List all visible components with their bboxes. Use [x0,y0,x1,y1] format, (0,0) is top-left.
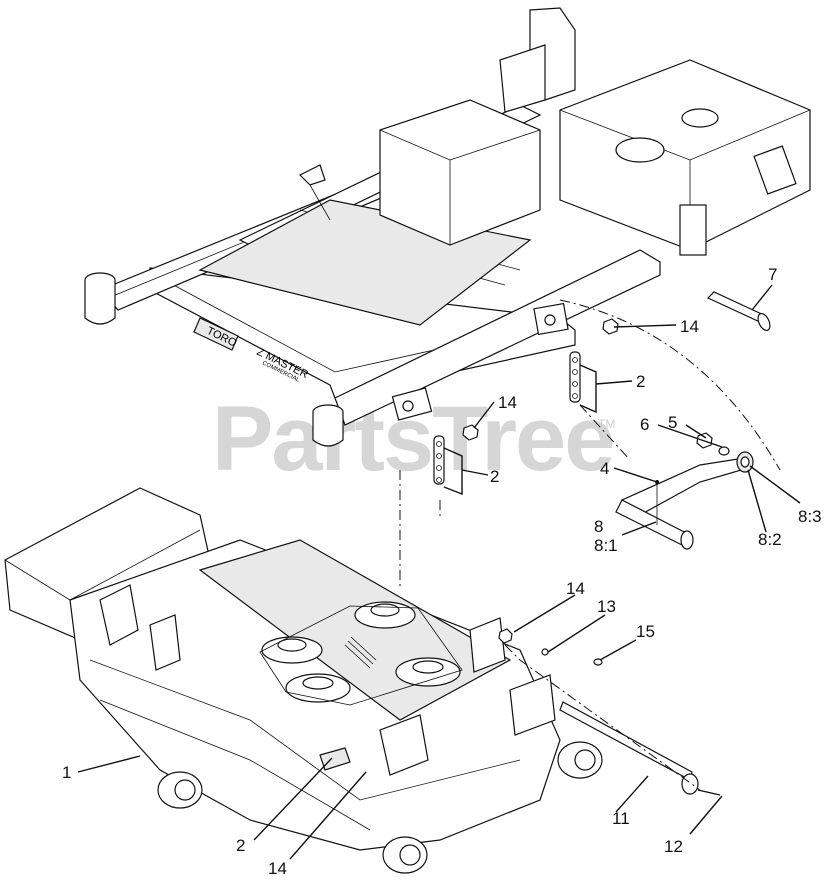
callout-14-deck: 14 [566,579,585,598]
part-15 [593,658,603,666]
callout-14-upper: 14 [680,317,699,336]
callout-2-right: 2 [636,372,645,391]
callout-7: 7 [768,265,777,284]
hanger-chain-left [433,435,463,496]
nut-middle [462,424,479,441]
pin-7 [706,291,771,332]
callout-12: 12 [664,837,683,856]
callout-14-bottom: 14 [268,859,287,878]
callout-4: 4 [600,459,609,478]
callout-2-deck: 2 [236,836,245,855]
callout-2-left: 2 [490,467,499,486]
callout-13: 13 [597,597,616,616]
callout-1: 1 [62,763,71,782]
callout-8-1: 8:1 [594,536,618,555]
leader-lines [77,284,801,860]
nut-upper [602,318,619,335]
callout-5: 5 [668,413,677,432]
callout-8: 8 [594,517,603,536]
callout-11: 11 [612,809,630,828]
callout-15: 15 [636,622,655,641]
hanger-chain-right [569,351,597,414]
mower-deck [4,487,603,874]
washer-13 [541,648,549,656]
callout-14-middle: 14 [498,393,517,412]
callout-8-2: 8:2 [758,530,782,549]
tractor-frame: TORO Z MASTER COMMERCIAL [84,7,811,471]
nut-14c [498,628,513,644]
callout-6: 6 [640,415,649,434]
rod-11 [559,701,721,796]
callout-8-3: 8:3 [798,507,822,526]
lift-arm-assembly [615,432,754,550]
watermark-tm: TM [598,417,615,431]
